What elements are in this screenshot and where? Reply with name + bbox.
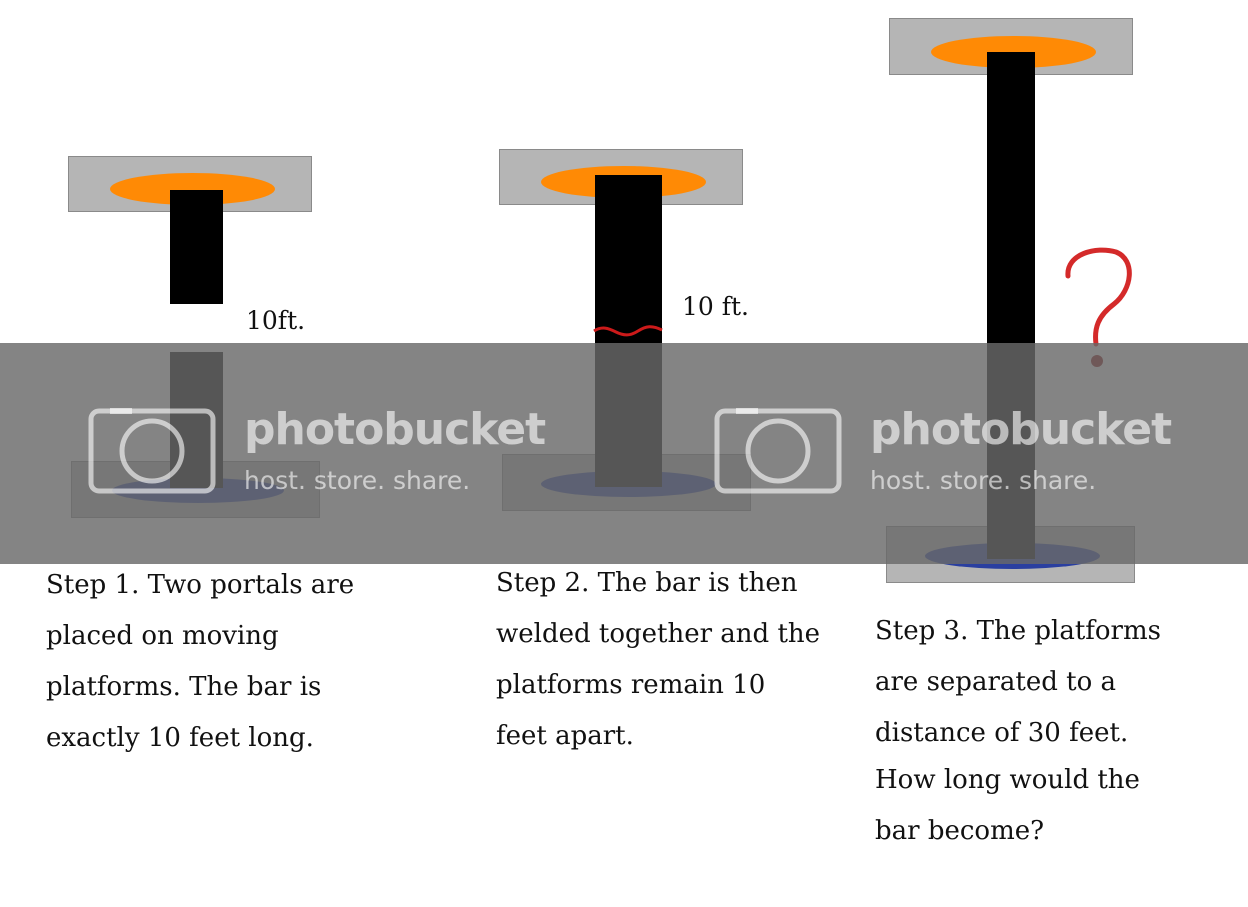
caption-line: bar become?	[875, 816, 1045, 846]
caption-line: Step 1. Two portals are	[46, 570, 355, 600]
step2-weld-seam	[593, 325, 663, 337]
caption-line: placed on moving	[46, 621, 279, 651]
watermark-tagline: host. store. share.	[244, 466, 471, 495]
step1-bar-upper	[170, 190, 223, 304]
caption-line: Step 2. The bar is then	[496, 568, 798, 598]
step3-caption: Step 3. The platforms are separated to a…	[875, 616, 1161, 867]
step1-caption: Step 1. Two portals are placed on moving…	[46, 570, 354, 774]
caption-line: are separated to a	[875, 667, 1116, 697]
caption-line: feet apart.	[496, 721, 634, 751]
step2-measure-label: 10 ft.	[682, 292, 750, 321]
caption-line: platforms. The bar is	[46, 672, 322, 702]
caption-line: How long would the	[875, 765, 1140, 795]
watermark-band	[0, 343, 1248, 564]
watermark-tagline: host. store. share.	[870, 466, 1097, 495]
watermark-brand: photobucket	[870, 404, 1172, 455]
caption-line: Step 3. The platforms	[875, 616, 1161, 646]
step2-caption: Step 2. The bar is then welded together …	[496, 568, 820, 772]
watermark-brand: photobucket	[244, 404, 546, 455]
camera-icon	[714, 408, 842, 494]
caption-line: distance of 30 feet.	[875, 718, 1129, 748]
caption-line: welded together and the	[496, 619, 821, 649]
caption-line: platforms remain 10	[496, 670, 766, 700]
camera-icon	[88, 408, 216, 494]
caption-line: exactly 10 feet long.	[46, 723, 314, 753]
step1-measure-label: 10ft.	[246, 306, 306, 335]
